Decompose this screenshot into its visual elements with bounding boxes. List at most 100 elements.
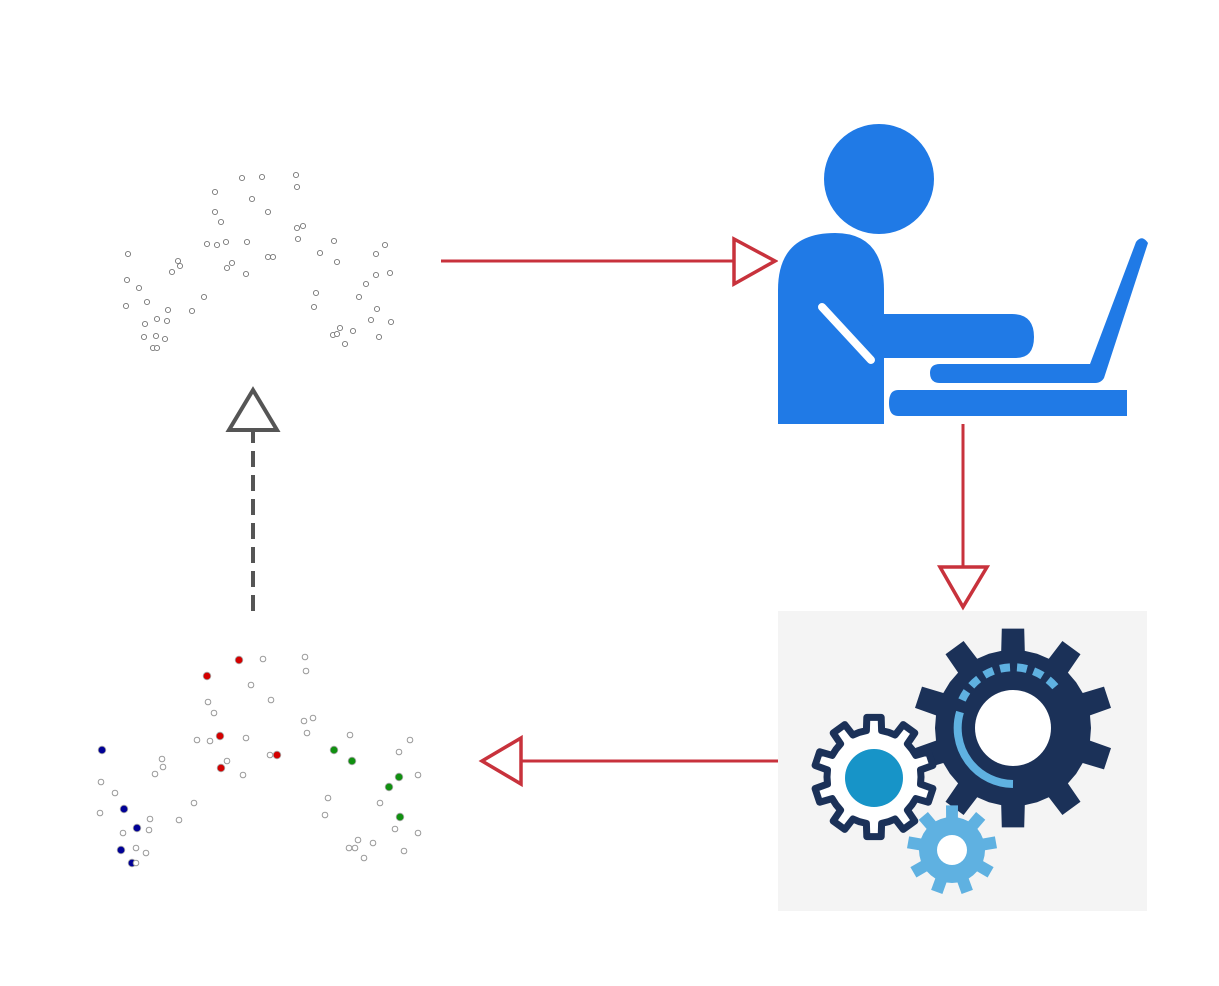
- unlabeled-point: [324, 794, 332, 802]
- data-point: [294, 235, 302, 243]
- data-point: [153, 315, 161, 323]
- person-arm: [822, 306, 1034, 358]
- unlabeled-point: [97, 778, 105, 786]
- unlabeled-point: [132, 859, 140, 867]
- unlabeled-point: [119, 829, 127, 837]
- medium-gear: [811, 713, 937, 841]
- unlabeled-point: [400, 847, 408, 855]
- unlabeled-point: [111, 789, 119, 797]
- scatter-cloud-icon: [122, 171, 395, 352]
- unlabeled-point: [300, 717, 308, 725]
- laptop: [930, 238, 1148, 383]
- labeled-point-green: [384, 782, 394, 792]
- data-point: [163, 317, 171, 325]
- arrow-model-to-labeled-data: [478, 734, 778, 788]
- unlabeled-point: [239, 771, 247, 779]
- data-point: [264, 253, 272, 261]
- data-point: [243, 238, 251, 246]
- unlabeled-point: [395, 748, 403, 756]
- data-point: [386, 269, 394, 277]
- unlabeled-point: [376, 799, 384, 807]
- person-at-laptop-icon: [778, 124, 1148, 424]
- data-point: [168, 268, 176, 276]
- unlabeled-point: [351, 844, 359, 852]
- unlabeled-point: [369, 839, 377, 847]
- partially-labeled-scatter-icon: [96, 653, 422, 868]
- unlabeled-point: [321, 811, 329, 819]
- unlabeled-point: [158, 755, 166, 763]
- data-point: [124, 250, 132, 258]
- desk: [889, 390, 1127, 416]
- unlabeled-point: [267, 696, 275, 704]
- data-point: [176, 262, 184, 270]
- data-point: [336, 324, 344, 332]
- data-point: [211, 188, 219, 196]
- unlabeled-point: [406, 736, 414, 744]
- data-point: [248, 195, 256, 203]
- unlabeled-point: [302, 667, 310, 675]
- labeled-point-green: [395, 812, 405, 822]
- unlabeled-point: [391, 825, 399, 833]
- data-point: [372, 250, 380, 258]
- arrow-annotator-to-model: [936, 424, 991, 611]
- person-head: [824, 124, 934, 234]
- unlabeled-point: [247, 681, 255, 689]
- data-point: [174, 257, 182, 265]
- data-point: [330, 237, 338, 245]
- data-point: [222, 238, 230, 246]
- data-point: [293, 224, 301, 232]
- data-point: [228, 259, 236, 267]
- data-point: [341, 340, 349, 348]
- unlabeled-point: [190, 799, 198, 807]
- unlabeled-point: [132, 844, 140, 852]
- labeled-point-red: [234, 655, 244, 665]
- labeled-point-red: [272, 750, 282, 760]
- unlabeled-point: [145, 826, 153, 834]
- data-point: [164, 306, 172, 314]
- data-point: [310, 303, 318, 311]
- data-point: [299, 222, 307, 230]
- data-point: [292, 171, 300, 179]
- data-point: [381, 241, 389, 249]
- labeled-point-blue: [132, 823, 142, 833]
- data-point: [387, 318, 395, 326]
- data-point: [349, 327, 357, 335]
- unlabeled-point: [242, 734, 250, 742]
- person-body: [778, 233, 884, 424]
- data-point: [152, 332, 160, 340]
- data-point: [333, 330, 341, 338]
- data-point: [188, 307, 196, 315]
- data-point: [258, 173, 266, 181]
- data-point: [143, 298, 151, 306]
- unlabeled-point: [204, 698, 212, 706]
- unlabeled-point: [414, 829, 422, 837]
- unlabeled-point: [146, 815, 154, 823]
- data-point: [293, 183, 301, 191]
- unlabeled-point: [210, 709, 218, 717]
- data-point: [362, 280, 370, 288]
- dashed-arrow-feedback: [225, 386, 281, 611]
- unlabeled-point: [223, 757, 231, 765]
- data-point: [312, 289, 320, 297]
- data-point: [375, 333, 383, 341]
- data-point: [211, 208, 219, 216]
- gears-icon: [778, 611, 1147, 911]
- labeled-point-red: [215, 731, 225, 741]
- unlabeled-point: [142, 849, 150, 857]
- labeled-point-red: [202, 671, 212, 681]
- data-point: [316, 249, 324, 257]
- data-point: [355, 293, 363, 301]
- labeled-point-green: [347, 756, 357, 766]
- small-gear: [907, 805, 997, 894]
- unlabeled-point: [206, 737, 214, 745]
- data-point: [135, 284, 143, 292]
- data-point: [223, 264, 231, 272]
- data-point: [373, 305, 381, 313]
- unlabeled-point: [354, 836, 362, 844]
- unlabeled-point: [309, 714, 317, 722]
- data-point: [141, 320, 149, 328]
- data-point: [122, 302, 130, 310]
- large-gear: [915, 628, 1111, 828]
